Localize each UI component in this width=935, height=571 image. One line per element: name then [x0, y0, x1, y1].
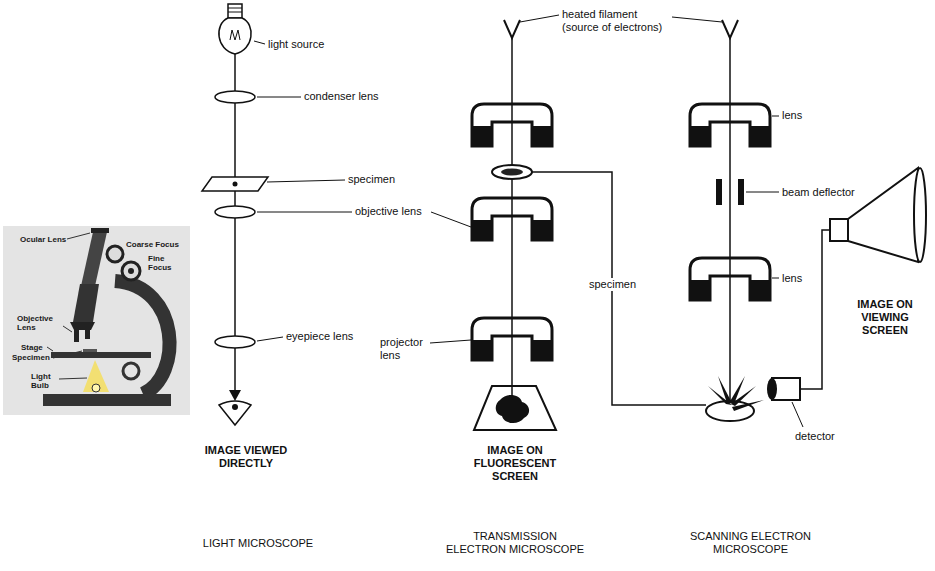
part-label: specimen: [348, 173, 395, 186]
specimen-slide: [83, 349, 97, 352]
bulb-base: [228, 4, 242, 18]
pole-piece: [750, 126, 770, 146]
leader-line: [430, 340, 471, 343]
objective-lens: [85, 330, 90, 339]
pole-piece: [750, 280, 770, 300]
fluorescent-screen: [474, 386, 556, 430]
pole-piece: [532, 220, 552, 240]
leader-line: [254, 41, 265, 44]
heated-filament: [722, 20, 738, 38]
part-label: projector lens: [380, 336, 430, 362]
leader-lines: [254, 15, 803, 427]
column-title: LIGHT MICROSCOPE: [183, 537, 333, 550]
specimen-slide: [202, 177, 268, 191]
heated-filament: [504, 20, 520, 38]
crt-funnel: [848, 168, 918, 262]
pole-piece: [690, 280, 710, 300]
fine-focus-knob: [122, 262, 140, 280]
crt-neck: [830, 219, 848, 241]
microscope-stage: [51, 352, 151, 358]
electron-spike: [732, 400, 764, 411]
part-label: Ocular Lens: [20, 235, 66, 244]
viewing-screen: [914, 168, 926, 262]
transmission-electron-microscope: [472, 20, 556, 430]
pole-piece: [472, 340, 492, 360]
eye-pupil: [232, 404, 238, 410]
leader-line: [257, 97, 301, 98]
electron-spike: [718, 376, 732, 403]
knob-center: [128, 268, 134, 274]
emitted-electrons: [708, 376, 764, 411]
condenser-lens: [215, 91, 255, 103]
light-bulb: [92, 384, 100, 392]
beam-deflector: [716, 179, 722, 205]
beam-deflector: [738, 179, 744, 205]
arrow-head: [229, 390, 241, 401]
part-label: Stage: [21, 343, 43, 352]
part-label: Fine Focus: [148, 254, 178, 272]
part-label: detector: [795, 430, 835, 443]
bulb-filament: [230, 30, 240, 40]
eyepiece-lens: [215, 336, 255, 348]
leader-line: [746, 192, 779, 193]
leader-line: [431, 212, 471, 227]
leader-line: [53, 351, 82, 358]
part-label: Specimen: [12, 353, 50, 362]
part-label: Objective Lens: [17, 314, 61, 332]
specimen-dot: [233, 182, 238, 187]
detector-face: [767, 378, 777, 400]
objective-lens: [215, 206, 255, 218]
part-label: beam deflector: [782, 186, 855, 199]
specimen-holder: [492, 165, 532, 179]
lamp-knob: [123, 363, 139, 379]
leader-line: [772, 116, 779, 117]
specimen: [501, 169, 523, 176]
eye-symbol: [219, 401, 251, 425]
leader-line: [520, 15, 559, 22]
part-label: lens: [782, 272, 802, 285]
specimen-leader: [532, 172, 706, 405]
image-caption: IMAGE ON FLUORESCENT SCREEN: [469, 444, 561, 483]
bulb-thread: [228, 12, 242, 13]
leader-line: [792, 402, 803, 427]
pole-piece: [472, 126, 492, 146]
objective-lens: [74, 330, 79, 342]
part-label: Coarse Focus: [126, 240, 179, 249]
signal-wire: [800, 230, 830, 389]
part-label: specimen: [587, 278, 638, 291]
part-label: heated filament (source of electrons): [562, 8, 668, 34]
light-microscope: [202, 4, 268, 425]
leader-line: [257, 337, 283, 341]
part-label: condenser lens: [304, 90, 379, 103]
bulb-thread: [228, 8, 242, 9]
nosepiece: [70, 322, 95, 330]
coarse-focus-knob: [107, 246, 123, 262]
part-label: Light Bulb: [31, 372, 59, 390]
image-caption: IMAGE ON VIEWING SCREEN: [848, 298, 922, 337]
ocular-lens: [91, 228, 109, 233]
image-caption: IMAGE VIEWED DIRECTLY: [196, 444, 296, 470]
column-title: TRANSMISSION ELECTRON MICROSCOPE: [443, 530, 587, 556]
light-bulb: [219, 18, 251, 54]
pole-piece: [532, 126, 552, 146]
column-title: SCANNING ELECTRON MICROSCOPE: [688, 530, 813, 556]
pole-piece: [532, 340, 552, 360]
leader-line: [772, 278, 779, 279]
part-label: objective lens: [355, 205, 422, 218]
electron-beam: [511, 36, 513, 400]
part-label: eyepiece lens: [286, 330, 353, 343]
leader-line: [257, 212, 352, 213]
electron-beam: [729, 36, 731, 404]
part-label: light source: [268, 38, 324, 51]
part-label: lens: [782, 109, 802, 122]
scanning-electron-microscope: [690, 20, 926, 421]
leader-line: [267, 180, 345, 182]
pole-piece: [472, 220, 492, 240]
pole-piece: [690, 126, 710, 146]
leader-line: [672, 17, 722, 22]
